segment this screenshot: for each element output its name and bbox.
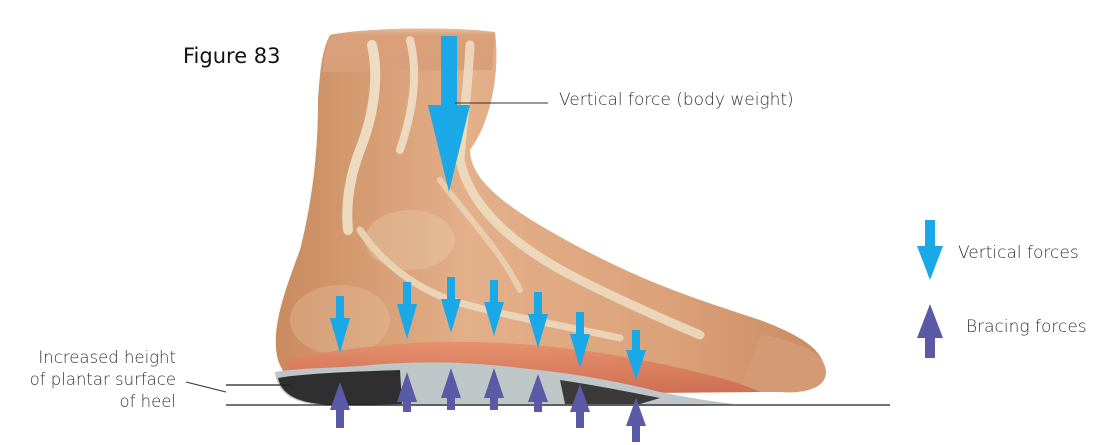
heel-height-label: Increased height of plantar surface of h…: [0, 347, 176, 413]
heel-label-leader: [186, 382, 226, 392]
vertical-force-label: Vertical force (body weight): [559, 90, 794, 110]
heel-label-line-2: of plantar surface: [0, 369, 176, 391]
heel-label-line-3: of heel: [0, 391, 176, 413]
heel-label-line-1: Increased height: [0, 347, 176, 369]
legend-vertical-arrow: [917, 220, 943, 280]
foot-illustration: [276, 28, 826, 398]
legend-vertical-forces-label: Vertical forces: [958, 243, 1079, 263]
legend-bracing-arrow: [917, 304, 943, 358]
ankle-bone: [365, 210, 455, 270]
legend-bracing-forces-label: Bracing forces: [966, 317, 1087, 337]
figure-title: Figure 83: [183, 44, 281, 68]
